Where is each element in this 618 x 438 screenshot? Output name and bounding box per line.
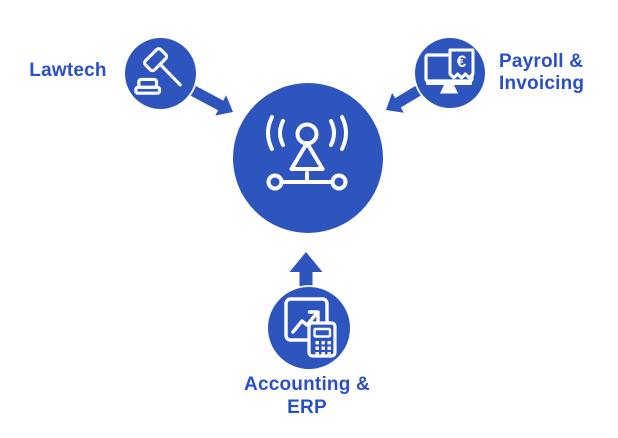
- payroll-label-line1: Payroll &: [499, 51, 584, 72]
- payroll-label-line2: Invoicing: [499, 73, 585, 94]
- payroll-invoicing-label: Payroll & Invoicing: [499, 51, 584, 95]
- accounting-label-line2: ERP: [287, 397, 327, 418]
- broadcast-antenna-icon: [266, 115, 348, 191]
- accounting-label-line1: Accounting &: [244, 374, 370, 395]
- chart-calculator-icon: [284, 297, 337, 358]
- euro-symbol: €: [457, 52, 467, 71]
- accounting-erp-label: Accounting & ERP: [207, 373, 407, 419]
- arrow-payroll-to-hub: [386, 84, 424, 113]
- arrow-lawtech-to-hub: [185, 83, 233, 116]
- node-accounting-circle: [268, 287, 350, 369]
- central-hub-circle: [233, 83, 383, 233]
- arrow-accounting-to-hub: [289, 252, 323, 302]
- node-payroll-circle: €: [415, 38, 485, 108]
- gavel-icon: [134, 47, 182, 95]
- node-lawtech-circle: [125, 38, 196, 109]
- lawtech-label: Lawtech: [29, 60, 107, 81]
- monitor-euro-invoice-icon: €: [424, 48, 475, 94]
